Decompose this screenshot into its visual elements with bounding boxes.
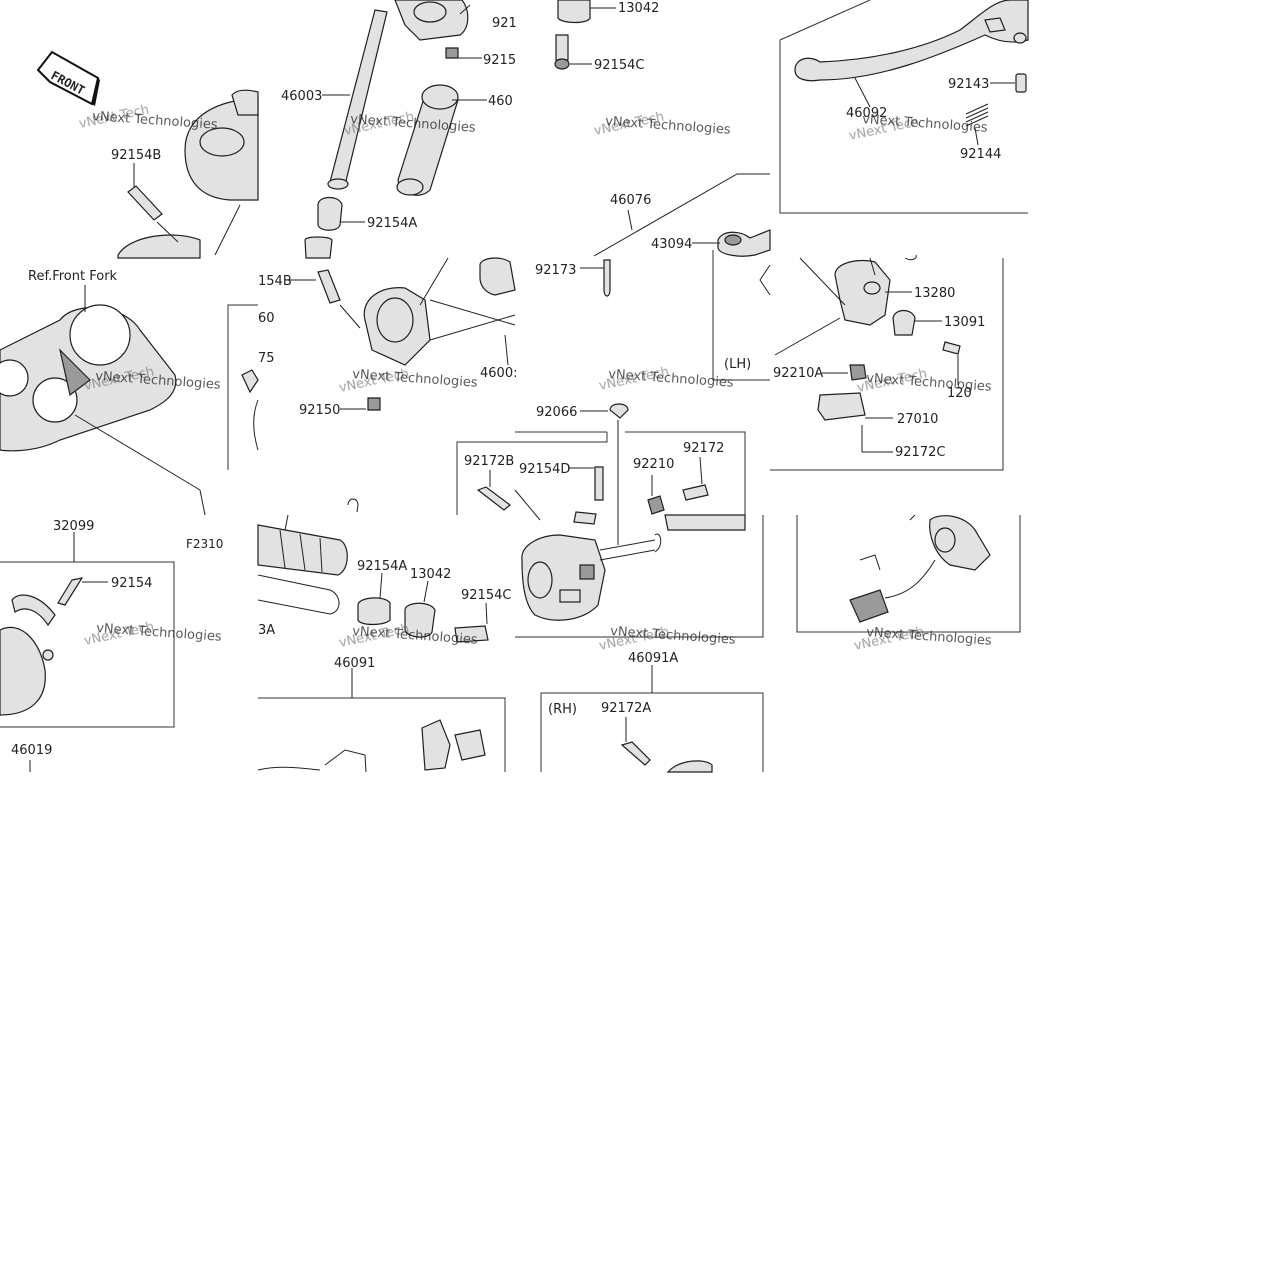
part-label: 13280: [914, 286, 955, 301]
part-label: 154B: [258, 274, 292, 289]
triple-clamp-drawing: [0, 285, 206, 516]
bolt-92150: [340, 397, 381, 411]
switch-lever-43094: [692, 229, 771, 296]
part-label: 92143: [948, 77, 989, 92]
cable-46076-leader: [593, 173, 770, 257]
pin-92143: [990, 73, 1027, 93]
bar-end-92154A-top: [304, 196, 365, 259]
grip-mid: [257, 498, 359, 615]
clutch-lever-46092: [794, 0, 1029, 108]
clamp-154B-center: [286, 257, 516, 366]
left-partial-75: [241, 369, 259, 451]
part-label: 92154D: [519, 462, 570, 477]
part-label: 92154A: [367, 216, 417, 231]
switch-right-drawing: [849, 514, 991, 623]
part-label: 92172C: [895, 445, 945, 460]
handlebar-tube-46003: [322, 0, 469, 190]
part-label: 46076: [610, 193, 651, 208]
small-bolt-9215: [445, 4, 482, 59]
part-label: 460: [488, 94, 513, 109]
part-label: 92066: [536, 405, 577, 420]
part-label: 13091: [944, 315, 985, 330]
pin-92173: [580, 259, 611, 297]
watermark-text: vNext Technologies: [605, 114, 732, 138]
bar-ends-mid: [357, 572, 489, 643]
part-callouts: 13042 92154C 921 9215 46003 460 92154A 9…: [11, 1, 1001, 758]
part-label: 13042: [618, 1, 659, 16]
part-label: 46003: [281, 89, 322, 104]
part-label: 13042: [410, 567, 451, 582]
part-label: 92144: [960, 147, 1001, 162]
ref-front-fork-label: Ref.Front Fork: [28, 269, 118, 284]
part-label: 9215: [483, 53, 516, 68]
part-label: 92150: [299, 403, 340, 418]
right-switch-housing: [521, 511, 746, 621]
part-label: 92210A: [773, 366, 823, 381]
cover-32099: [0, 532, 108, 716]
part-label: 46091A: [628, 651, 678, 666]
part-label: 92154A: [357, 559, 407, 574]
part-label: 92172B: [464, 454, 514, 469]
part-label: 46091: [334, 656, 375, 671]
ref-section-label: F2310: [186, 537, 223, 551]
part-label: 92210: [633, 457, 674, 472]
part-label: 43094: [651, 237, 692, 252]
part-label: 27010: [897, 412, 938, 427]
part-label: 4600:: [480, 366, 517, 381]
harness-46091: [257, 668, 486, 773]
grip-top: [396, 84, 487, 196]
part-label: 92172: [683, 441, 724, 456]
side-label-left: (LH): [724, 357, 751, 372]
part-label: 92154: [111, 576, 152, 591]
bar-end-13042-top: [554, 0, 616, 70]
spring-92144: [965, 103, 989, 146]
clutch-switch-assembly: [774, 254, 961, 453]
bolts-switch-housing: [476, 456, 709, 521]
part-label: 92154B: [111, 148, 161, 163]
part-label: 92154C: [461, 588, 511, 603]
part-label: 60: [258, 311, 275, 326]
watermark-text: vNext Technologies: [92, 109, 219, 133]
handlebar-clamp-left: [117, 89, 259, 259]
part-label: 46092: [846, 106, 887, 121]
part-label: 92172A: [601, 701, 651, 716]
part-label: 92173: [535, 263, 576, 278]
part-label: 921: [492, 16, 517, 31]
part-label: 32099: [53, 519, 94, 534]
section-frames: [0, 0, 1028, 772]
part-label: 3A: [258, 623, 275, 638]
watermark-text: vNext Technologies: [866, 371, 993, 395]
part-label: 46019: [11, 743, 52, 758]
bolt-92154B-left: [127, 163, 179, 243]
part-label: 120: [947, 386, 972, 401]
front-direction-badge: FRONT: [36, 50, 100, 106]
side-label-right: (RH): [548, 702, 577, 717]
part-label: 75: [258, 351, 275, 366]
cap-92066: [580, 403, 629, 545]
part-label: 92154C: [594, 58, 644, 73]
switch-46091A: [620, 665, 713, 773]
